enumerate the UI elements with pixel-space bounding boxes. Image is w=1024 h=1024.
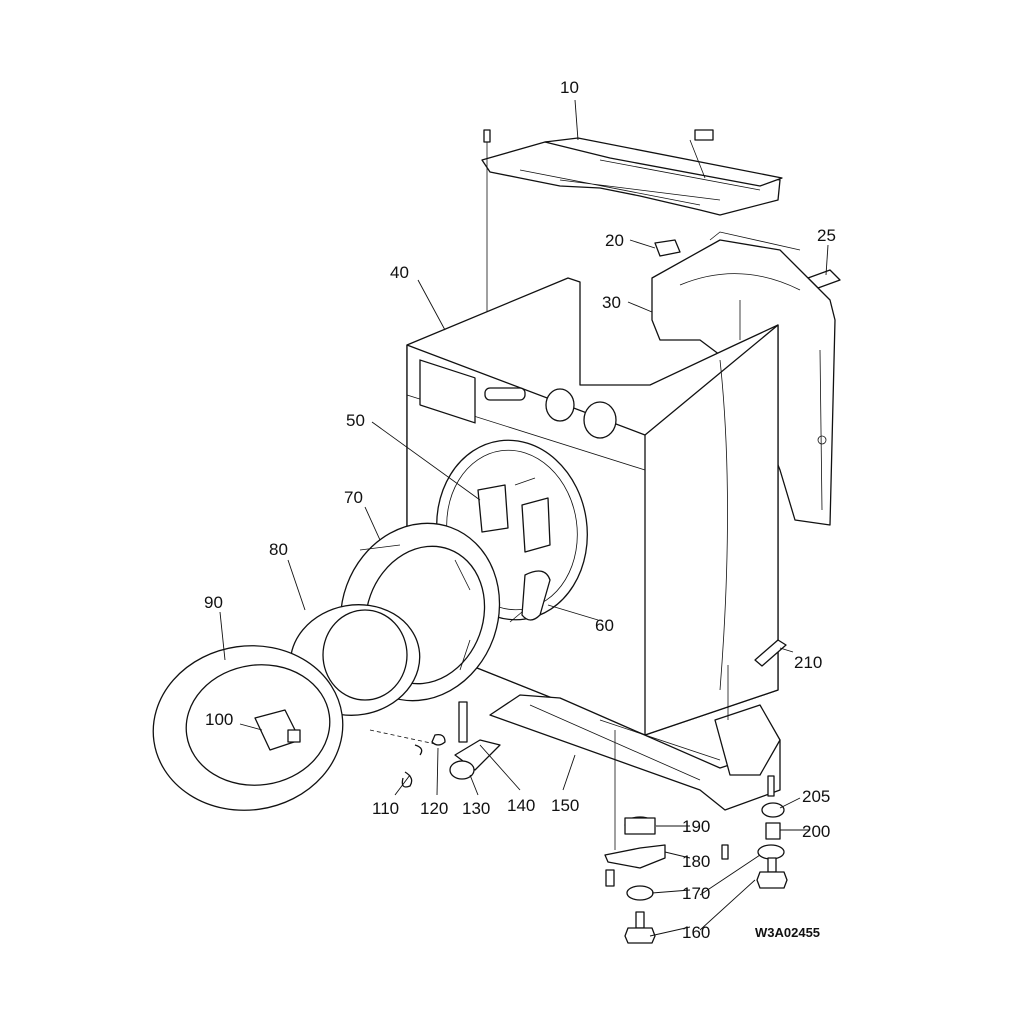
part-190-cap: [624, 816, 656, 835]
part-140-rod: [458, 701, 468, 743]
label-100: 100: [205, 710, 233, 729]
label-80: 80: [269, 540, 288, 559]
label-150: 150: [551, 796, 579, 815]
label-130: 130: [462, 799, 490, 818]
label-160: 160: [682, 923, 710, 942]
part-130-hinge-pin-bracket: [449, 739, 501, 780]
part-210-bracket-strip: [754, 639, 787, 667]
label-180: 180: [682, 852, 710, 871]
part-200-bushing: [765, 822, 781, 840]
label-140: 140: [507, 796, 535, 815]
part-30-rear-panel: [651, 231, 836, 526]
label-20: 20: [605, 231, 624, 250]
label-10: 10: [560, 78, 579, 97]
part-205-ring: [721, 775, 785, 860]
part-40-cabinet: [406, 277, 779, 736]
part-160-foot: [624, 857, 788, 944]
label-200: 200: [802, 822, 830, 841]
diagram-code: W3A02455: [755, 925, 820, 940]
part-180-bracket: [604, 844, 666, 887]
part-60-door-lock: [509, 570, 551, 623]
part-120-spring: [369, 729, 446, 746]
part-50-hinge: [477, 477, 551, 553]
label-60: 60: [595, 616, 614, 635]
label-170: 170: [682, 884, 710, 903]
label-110: 110: [372, 799, 399, 818]
part-150-base-plate: [489, 665, 781, 850]
label-120: 120: [420, 799, 448, 818]
label-40: 40: [390, 263, 409, 282]
label-30: 30: [602, 293, 621, 312]
label-50: 50: [346, 411, 365, 430]
label-70: 70: [344, 488, 363, 507]
part-100-handle: [254, 709, 301, 751]
label-190: 190: [682, 817, 710, 836]
label-205: 205: [802, 787, 830, 806]
leader-lines: [219, 99, 829, 937]
part-20-clip: [654, 239, 681, 257]
label-210: 210: [794, 653, 822, 672]
part-90-outer-door-ring: [152, 645, 344, 811]
label-25: 25: [817, 226, 836, 245]
part-labels: 10 20 25 30 40 50 60 70 80 90 100 110 12…: [204, 78, 836, 942]
label-90: 90: [204, 593, 223, 612]
